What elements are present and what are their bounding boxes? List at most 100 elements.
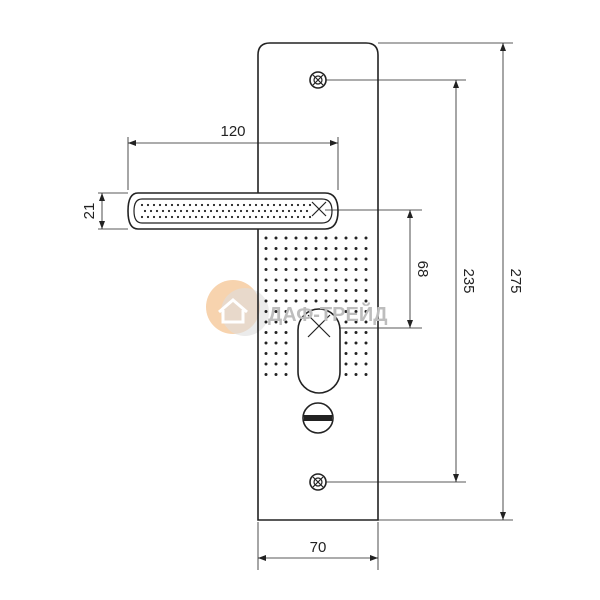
handle-dot (185, 209, 189, 213)
plate-dot (334, 247, 338, 250)
plate-dot (364, 299, 368, 303)
plate-dot (344, 247, 348, 250)
plate-dot (294, 289, 298, 292)
plate-dot (364, 352, 368, 355)
handle-dot (203, 209, 207, 213)
plate-dot (284, 299, 288, 303)
plate-dot (324, 278, 328, 282)
dim-spindle-cylinder: 68 (414, 261, 431, 278)
plate-dot (274, 362, 278, 366)
plate-dot (354, 331, 358, 334)
plate-dot (264, 247, 268, 250)
plate-dot (274, 236, 278, 240)
handle-dot (176, 203, 180, 207)
handle-dot (140, 215, 144, 219)
handle-dot (257, 209, 261, 213)
plate-dot (354, 373, 358, 376)
plate-dot (304, 247, 308, 250)
handle-dot (161, 209, 165, 213)
plate-dot (344, 362, 348, 366)
handle-dot (182, 215, 186, 219)
plate-dot (344, 257, 348, 261)
handle-dot (290, 203, 294, 207)
handle-dot (194, 203, 198, 207)
handle-dot (188, 203, 192, 207)
handle-dot (278, 203, 282, 207)
plate-dot (304, 299, 308, 303)
plate-dot (304, 268, 308, 271)
plate-dot (264, 268, 268, 271)
plate-dot (344, 320, 348, 324)
plate-dot (294, 268, 298, 271)
plate-dot (364, 289, 368, 292)
handle-dot (176, 215, 180, 219)
handle-dot (248, 203, 252, 207)
plate-dot (264, 299, 268, 303)
handle-dot (233, 209, 237, 213)
handle-dot (254, 203, 258, 207)
handle-dot (254, 215, 258, 219)
handle-dot (173, 209, 177, 213)
plate-dot (364, 236, 368, 240)
handle-dot (152, 215, 156, 219)
handle-dot (212, 215, 216, 219)
dim-handle-length: 120 (220, 123, 245, 140)
plate-dot (294, 247, 298, 250)
plate-dot (264, 362, 268, 366)
plate-dot (284, 373, 288, 376)
plate-dot (264, 236, 268, 240)
handle-dot (179, 209, 183, 213)
plate-dot (314, 278, 318, 282)
plate-dot (364, 341, 368, 345)
handle-dot (284, 215, 288, 219)
plate-dot (324, 257, 328, 261)
plate-dot (274, 289, 278, 292)
plate-dot (304, 278, 308, 282)
bottom-screw (309, 473, 327, 491)
handle-dot (260, 215, 264, 219)
handle-dot (269, 209, 273, 213)
watermark-text: ДАФ-ТРЕЙД (268, 302, 387, 326)
plate-dot (264, 257, 268, 261)
handle-dot (236, 215, 240, 219)
plate-dot (334, 278, 338, 282)
handle-dot (272, 203, 276, 207)
backplate (257, 42, 379, 521)
handle-dot (266, 203, 270, 207)
plate-dot (344, 373, 348, 376)
handle-dot (218, 203, 222, 207)
plate-dot (354, 257, 358, 261)
plate-dot (284, 257, 288, 261)
plate-dot (274, 299, 278, 303)
plate-dot (274, 320, 278, 324)
handle-dot (287, 209, 291, 213)
handle-dot (293, 209, 297, 213)
plate-dot (324, 289, 328, 292)
thumb-turn (302, 402, 334, 434)
handle-dot (188, 215, 192, 219)
plate-dot (264, 289, 268, 292)
dim-plate-height: 275 (507, 268, 524, 293)
handle-dot (158, 215, 162, 219)
dim-handle-height: 21 (81, 203, 98, 220)
plate-dot (294, 236, 298, 240)
handle-dot (143, 209, 147, 213)
handle-dot (230, 203, 234, 207)
plate-dot (284, 247, 288, 250)
plate-dot (344, 268, 348, 271)
plate-dot (314, 257, 318, 261)
plate-dot (344, 289, 348, 292)
plate-dot (344, 310, 348, 313)
handle-dot (149, 209, 153, 213)
plate-dot (364, 310, 368, 313)
watermark-logo (206, 280, 269, 336)
handle-dot (212, 203, 216, 207)
handle-dot (194, 215, 198, 219)
plate-dot (264, 278, 268, 282)
plate-dot (274, 268, 278, 271)
plate-dot (274, 247, 278, 250)
plate-dot (354, 320, 358, 324)
plate-dot (274, 331, 278, 334)
plate-dot (274, 373, 278, 376)
